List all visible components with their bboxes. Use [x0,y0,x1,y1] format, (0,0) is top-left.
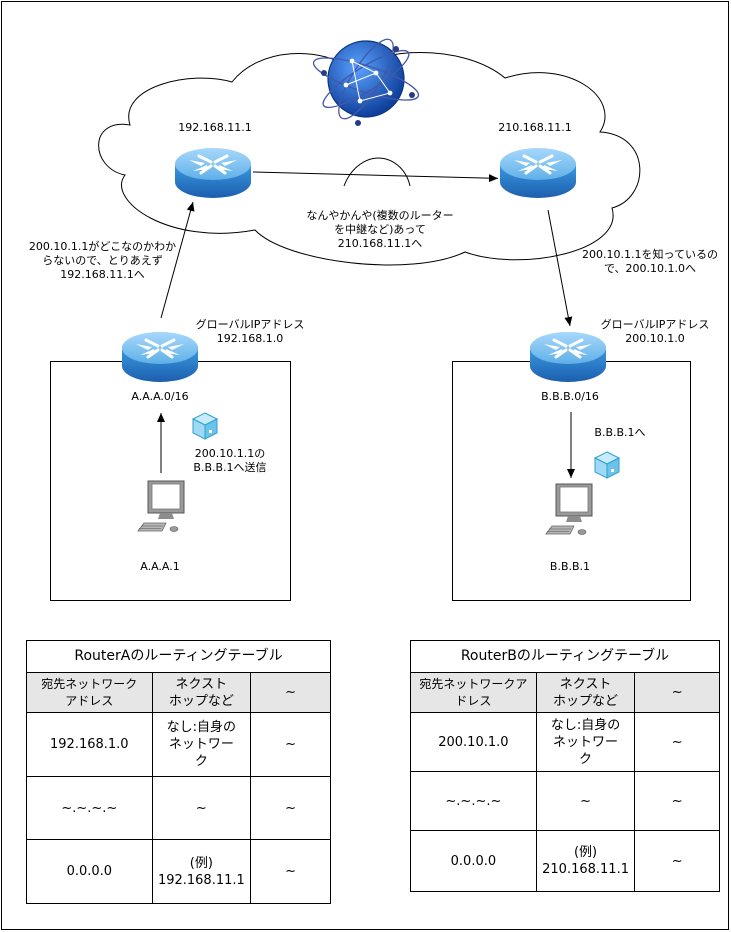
packet-a-icon [192,412,218,440]
arrow-routera-up [160,201,195,319]
table-cell: ~ [250,776,331,840]
table-cell: ~ [634,830,720,892]
arrow-cloud-relay [252,171,498,183]
router-right-ip: 210.168.11.1 [498,121,572,134]
router-left-ip: 192.168.11.1 [178,121,252,134]
host-label-b: B.B.B.1 [549,560,591,573]
packet-b-icon [594,451,620,479]
table-cell: (例) 210.168.11.1 [535,830,636,892]
relay-hump [343,157,411,187]
table-row: ~.~.~.~ ~ ~ [26,776,331,840]
table-cell: 192.168.1.0 [26,712,153,777]
table-row: 0.0.0.0 (例) 210.168.11.1 ~ [410,830,720,892]
table-row: 0.0.0.0 (例) 192.168.11.1 ~ [26,839,331,904]
header-next-hop: ネクスト ホップなど [535,672,636,713]
host-a-monitor-icon[interactable] [137,480,185,532]
table-row: 192.168.1.0 なし:自身の ネットワー ク ~ [26,712,331,777]
table-cell: 0.0.0.0 [410,830,537,892]
table-cell: (例) 192.168.11.1 [151,839,252,904]
globe-icon [312,38,420,126]
table-cell: ~ [250,839,331,904]
deliver-note: B.B.B.1へ [594,426,646,439]
relay-note: なんやかんや(複数のルーター を中継など)あって 210.168.11.1へ [306,209,454,250]
internet-cloud [98,52,641,266]
table-cell: ~.~.~.~ [410,771,537,831]
arrow-routerb-down [547,209,573,327]
network-label-b: B.B.B.0/16 [541,390,599,403]
global-ip-label-b: グローバルIPアドレス 200.10.1.0 [600,318,710,345]
table-cell: 0.0.0.0 [26,839,153,904]
table-cell: ~ [250,712,331,777]
table-row: ~.~.~.~ ~ ~ [410,771,720,831]
table-cell: なし:自身の ネットワー ク [535,712,636,772]
header-other: ~ [634,672,720,713]
routing-table-a: RouterAのルーティングテーブル 宛先ネットワーク アドレス ネクスト ホッ… [26,640,331,904]
send-note: 200.10.1.1の B.B.B.1へ送信 [193,447,267,474]
network-box-b [452,361,691,601]
header-destination: 宛先ネットワーク アドレス [26,672,153,713]
header-other: ~ [250,672,331,713]
table-caption: RouterAのルーティングテーブル [26,640,331,673]
host-b-monitor-icon[interactable] [545,483,593,535]
routing-table-b: RouterBのルーティングテーブル 宛先ネットワークア ドレス ネクスト ホッ… [410,640,720,892]
global-ip-label-a: グローバルIPアドレス 192.168.1.0 [195,318,305,345]
network-label-a: A.A.A.0/16 [131,390,189,403]
table-caption: RouterBのルーティングテーブル [410,640,720,673]
table-cell: なし:自身の ネットワー ク [151,712,252,777]
header-next-hop: ネクスト ホップなど [151,672,252,713]
table-cell: ~ [634,771,720,831]
host-label-a: A.A.A.1 [140,560,180,573]
known-note: 200.10.1.1を知っているの で、200.10.1.0へ [582,248,718,275]
header-destination: 宛先ネットワークア ドレス [410,672,537,713]
forward-note: 200.10.1.1がどこなのかわか らないので、とりあえず 192.168.1… [28,240,177,281]
